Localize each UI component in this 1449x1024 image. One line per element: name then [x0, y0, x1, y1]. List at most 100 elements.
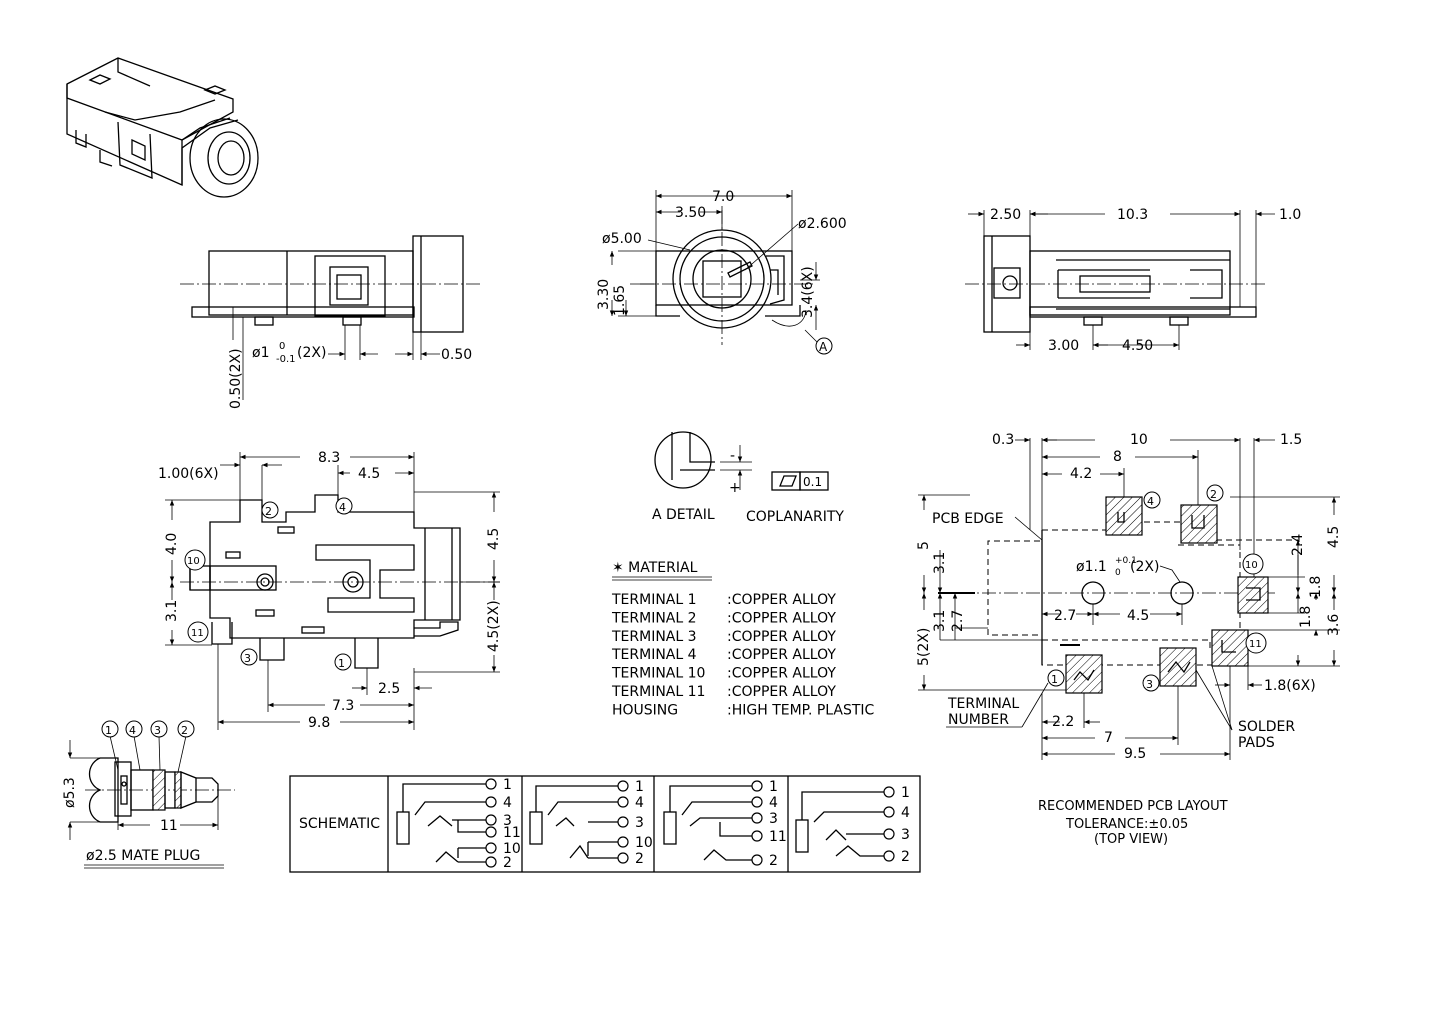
schematic-pin — [751, 796, 763, 808]
terminal-callout-3: 3 — [244, 652, 251, 665]
dim-top-73: 7.3 — [332, 698, 354, 714]
pcb-callout-4: 4 — [1147, 495, 1154, 508]
terminal-number-label-1: TERMINAL — [947, 696, 1019, 712]
schematic-pin-label: 11 — [769, 829, 787, 845]
dim-pcb-8: 8 — [1113, 449, 1122, 465]
solder-pads-label-2: PADS — [1238, 735, 1275, 751]
pcb-layout: 0.3 10 1.5 8 4.2 PCB EDGE 5 5(2X) 3.1 3.… — [916, 432, 1342, 762]
schematic-pin — [751, 830, 763, 842]
schematic-pin — [485, 826, 497, 838]
dim-front-350: 3.50 — [675, 205, 706, 221]
schematic-pin-label: 10 — [503, 841, 521, 857]
dim-top-40: 4.0 — [164, 533, 180, 555]
material-row-name: TERMINAL 10 — [611, 666, 705, 682]
dim-pcb-7: 7 — [1104, 730, 1113, 746]
notes-line-2: TOLERANCE:±0.05 — [1065, 817, 1188, 832]
plug-callout-1: 1 — [105, 724, 112, 737]
schematic-pin-label: 2 — [769, 853, 778, 869]
dim-pcb-95: 9.5 — [1124, 746, 1146, 762]
solder-pads-label-1: SOLDER — [1238, 719, 1295, 735]
plug-d53: ø5.3 — [62, 777, 78, 808]
terminal-callout-4: 4 — [339, 501, 346, 514]
schematic-pin-label: 1 — [635, 779, 644, 795]
dim-side-d1-tol-lo: -0.1 — [276, 354, 296, 365]
dim-right-300: 3.00 — [1048, 338, 1079, 354]
coplanarity-label: COPLANARITY — [746, 509, 844, 525]
plug-callout-3: 3 — [154, 724, 161, 737]
schematic-pin-label: 2 — [635, 851, 644, 867]
material-row-value: :COPPER ALLOY — [727, 629, 836, 645]
material-row-value: :HIGH TEMP. PLASTIC — [727, 702, 875, 718]
dim-pcb-24: 2.4 — [1290, 534, 1306, 556]
side-view: ø1 0 -0.1 (2X) 0.50 0.50(2X) — [180, 235, 480, 409]
schematic-pin — [485, 814, 497, 826]
schematic-pin — [617, 780, 629, 792]
pcb-callout-3: 3 — [1146, 678, 1153, 691]
plug-callout-4: 4 — [129, 724, 136, 737]
plug-title: ø2.5 MATE PLUG — [86, 848, 200, 864]
material-row-name: TERMINAL 4 — [611, 647, 697, 663]
dim-side-d1: ø1 — [252, 345, 269, 361]
schematic-pin-label: 1 — [769, 779, 778, 795]
dim-pcb-15: 1.5 — [1280, 432, 1302, 448]
dim-front-330: 3.30 — [596, 279, 612, 310]
pcb-callout-2: 2 — [1210, 488, 1217, 501]
material-row-value: :COPPER ALLOY — [727, 610, 836, 626]
terminal-callout-1: 1 — [338, 657, 345, 670]
dim-right-450: 4.50 — [1122, 338, 1153, 354]
plug-length: 11 — [160, 818, 178, 834]
dim-pcb-45-v: 4.5 — [1326, 526, 1342, 548]
dim-pcb-03: 0.3 — [992, 432, 1014, 448]
dim-side-050-2x: 0.50(2X) — [228, 348, 244, 409]
schematic-pin-label: 2 — [901, 849, 910, 865]
material-row-name: TERMINAL 3 — [611, 629, 697, 645]
schematic-pin — [751, 854, 763, 866]
dim-top-98: 9.8 — [308, 715, 330, 731]
top-view: 8.3 4.5 1.00(6X) 4.0 3.1 4.5 4.5(2X) 2.5… — [158, 450, 502, 731]
dim-pcb-hole-tol-lo: 0 — [1115, 568, 1121, 578]
dim-pcb-5-2x: 5(2X) — [916, 628, 932, 666]
schematic-pin — [485, 842, 497, 854]
schematic-pin — [751, 812, 763, 824]
isometric-view — [66, 57, 259, 198]
schematic-pin-label: 3 — [635, 815, 644, 831]
a-detail: - + 0.1 A DETAIL COPLANARITY — [652, 431, 844, 525]
terminal-callout-2: 2 — [265, 505, 272, 518]
schematic-pin — [485, 778, 497, 790]
schematic-pin-label: 4 — [769, 795, 778, 811]
schematic-pin — [751, 780, 763, 792]
dim-top-45-v: 4.5 — [486, 528, 502, 550]
dim-front-70: 7.0 — [712, 189, 734, 205]
a-detail-plus: + — [729, 480, 741, 496]
schematic-pin — [617, 796, 629, 808]
material-row-name: TERMINAL 2 — [611, 610, 697, 626]
top-view-terminal-callouts: 2 4 10 11 3 1 — [184, 497, 353, 671]
dim-pcb-22: 2.2 — [1052, 714, 1074, 730]
dim-pcb-27-h: 2.7 — [1054, 608, 1076, 624]
a-detail-label: A DETAIL — [652, 507, 715, 523]
dim-top-25: 2.5 — [378, 681, 400, 697]
material-row-value: :COPPER ALLOY — [727, 647, 836, 663]
dim-right-103: 10.3 — [1117, 207, 1148, 223]
schematic-pin — [883, 850, 895, 862]
dim-top-83: 8.3 — [318, 450, 340, 466]
schematic-pin-label: 3 — [901, 827, 910, 843]
terminal-callout-10: 10 — [187, 556, 200, 567]
detail-a-callout — [815, 337, 833, 355]
schematic-pin — [883, 786, 895, 798]
dim-top-31: 3.1 — [164, 600, 180, 622]
schematic-pin-label: 10 — [635, 835, 653, 851]
pcb-terminal-callouts: 4 2 10 11 3 1 — [1047, 484, 1267, 692]
terminal-callout-11: 11 — [191, 628, 204, 639]
mate-plug: ø5.3 11 1 4 3 2 ø2.5 MATE PLUG — [62, 720, 235, 869]
a-detail-minus: - — [730, 448, 735, 464]
front-view: 7.0 3.50 ø5.00 ø2.600 3.30 1.65 3.4(6X) … — [596, 189, 847, 355]
schematic-pin-label: 11 — [503, 825, 521, 841]
dim-pcb-27: 2.7 — [950, 610, 966, 632]
schematic-pin-label: 2 — [503, 855, 512, 871]
schematic-pin-label: 3 — [503, 813, 512, 829]
dim-pcb-hole-suffix: (2X) — [1130, 559, 1159, 575]
